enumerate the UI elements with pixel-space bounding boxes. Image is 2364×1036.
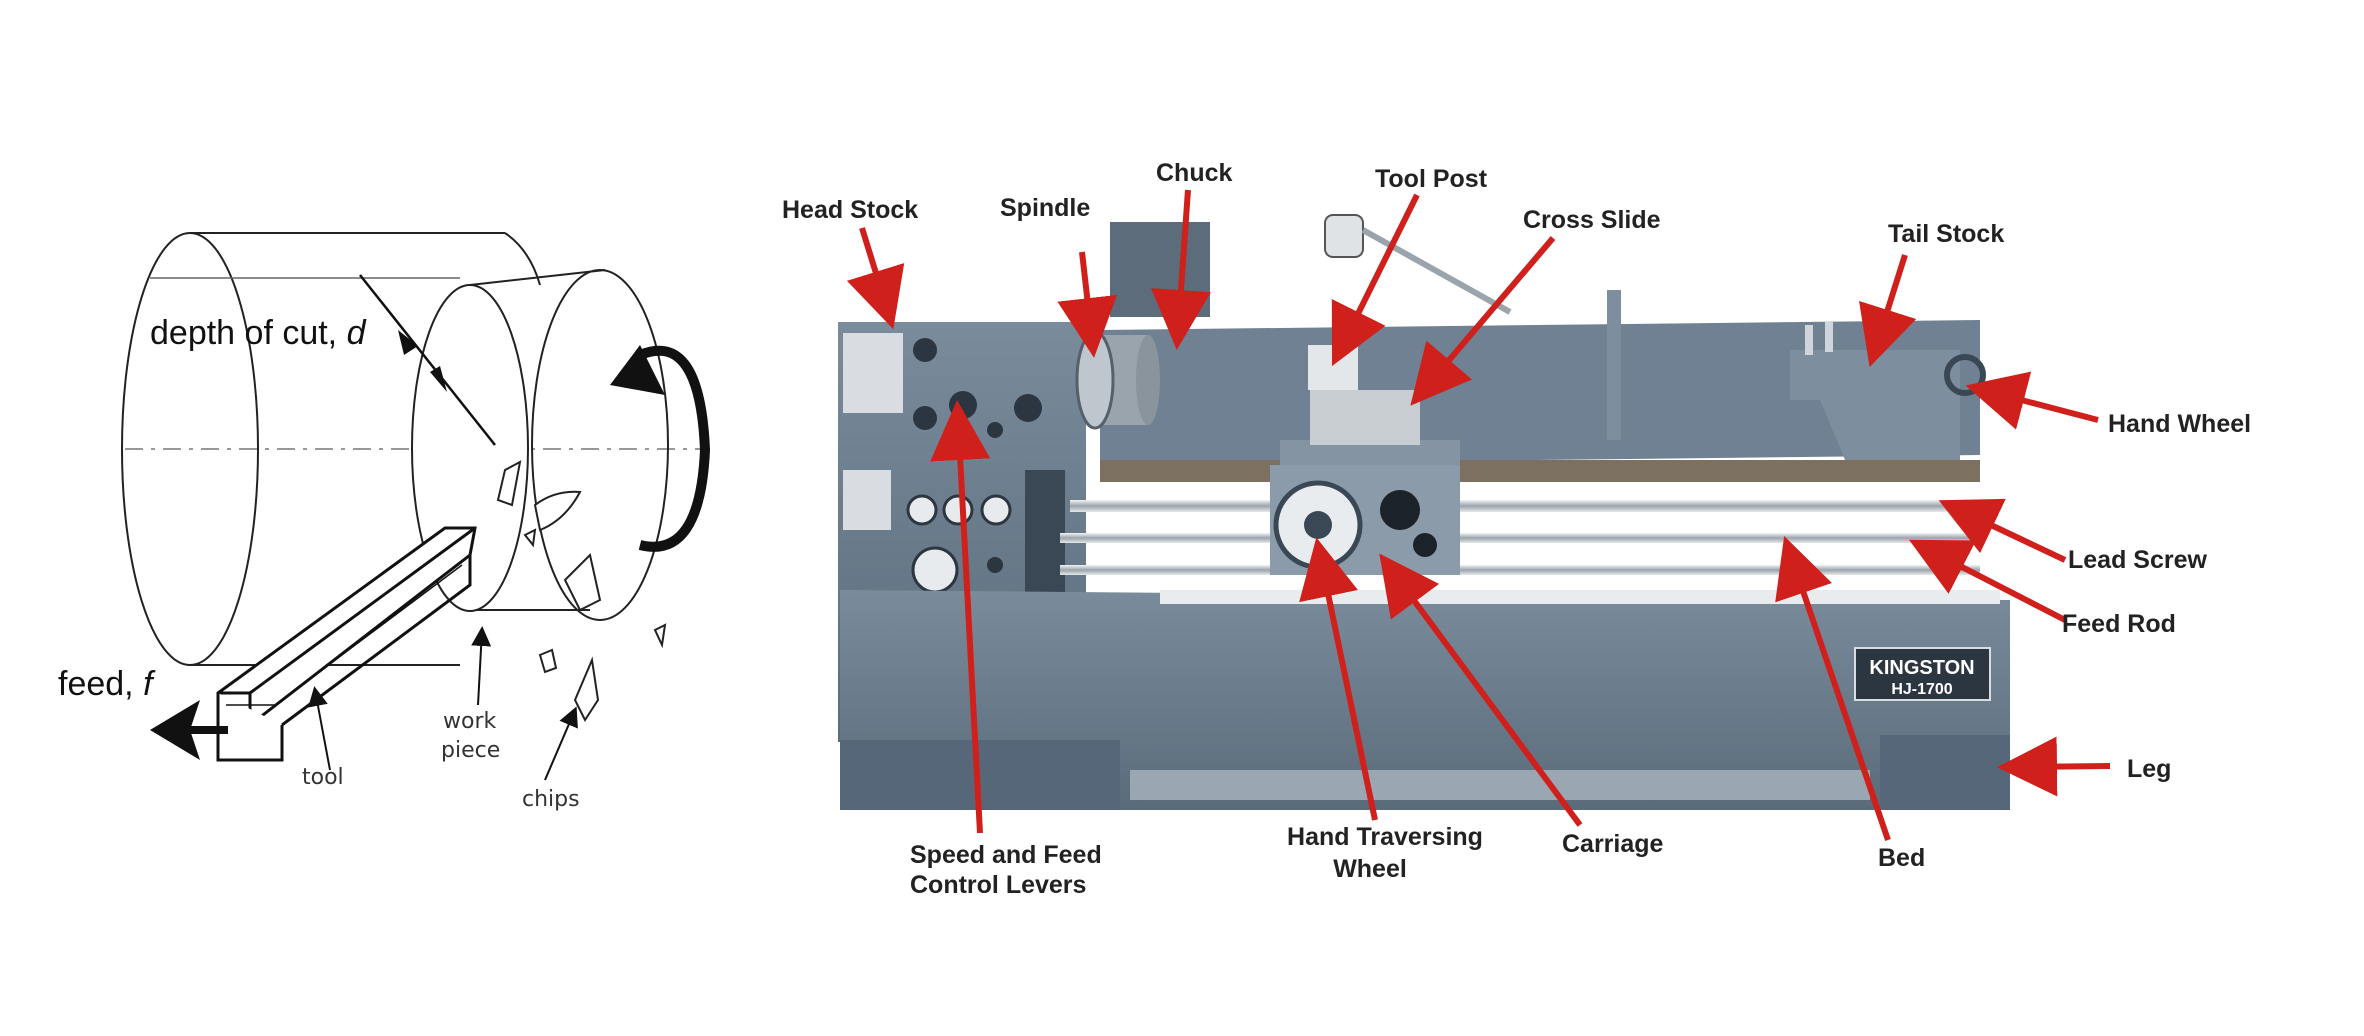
arrow-tool-post — [1331, 193, 1420, 367]
chuck-guard — [1110, 222, 1210, 317]
label-hand-traversing-1: Hand Traversing — [1287, 823, 1483, 851]
depth-of-cut-label: depth of cut, d — [150, 314, 367, 352]
rotation-arrow-icon — [610, 345, 711, 552]
chip-tray — [1130, 770, 1870, 800]
lead-screw — [1070, 500, 1980, 512]
label-bed: Bed — [1878, 844, 1925, 872]
label-spindle: Spindle — [1000, 194, 1090, 222]
bed-rail-shine — [1160, 590, 2000, 604]
arrow-hand-traversing — [1299, 537, 1378, 821]
speed-feed-control-levers — [906, 494, 1012, 594]
control-rod — [1060, 565, 1980, 575]
piece-label: piece — [441, 738, 500, 763]
feed-rod — [1060, 533, 1980, 543]
brand-plate: KINGSTON HJ-1700 — [1854, 647, 1991, 701]
brand-model: HJ-1700 — [1891, 681, 1952, 698]
arrow-lead-screw — [1938, 498, 2067, 563]
depth-arrowhead-icon — [398, 330, 418, 355]
arrow-chuck — [1151, 189, 1211, 350]
arrow-leg — [1997, 736, 2111, 797]
arrow-hand-wheel — [1965, 371, 2099, 430]
arrow-carriage — [1379, 553, 1583, 827]
label-feed-rod: Feed Rod — [2062, 610, 2176, 638]
control-panel-strip — [1025, 470, 1065, 600]
turning-sketch: depth of cut, d feed, f tool work piece … — [58, 232, 711, 812]
arrow-bed — [1775, 535, 1891, 841]
chuck-icon — [1075, 330, 1160, 430]
label-chuck: Chuck — [1156, 159, 1233, 187]
feed-arrow-icon — [150, 700, 228, 760]
arrow-cross-slide — [1410, 236, 1556, 406]
label-tail-stock: Tail Stock — [1888, 220, 2004, 248]
arrow-head-stock — [846, 227, 905, 330]
steady-rest-post — [1607, 290, 1621, 440]
callout-labels: Head Stock Spindle Chuck Tool Post Cross… — [782, 159, 2251, 899]
label-cross-slide: Cross Slide — [1523, 206, 1661, 234]
label-lead-screw: Lead Screw — [2068, 546, 2208, 574]
label-head-stock: Head Stock — [782, 196, 918, 224]
tool-label: tool — [302, 765, 344, 790]
chips-leader — [544, 706, 578, 781]
label-hand-traversing-2: Wheel — [1333, 855, 1407, 883]
leg-right — [1880, 735, 2010, 810]
label-carriage: Carriage — [1562, 830, 1664, 858]
brand-name: KINGSTON — [1869, 657, 1974, 679]
tool-post-icon — [1308, 345, 1358, 390]
arrow-tail-stock — [1859, 254, 1917, 368]
arrow-spindle — [1057, 251, 1118, 358]
cutting-tool-icon — [216, 526, 477, 762]
label-hand-wheel: Hand Wheel — [2108, 410, 2251, 438]
feed-label: feed, f — [58, 665, 156, 703]
depth-arrowhead-icon-2 — [430, 366, 447, 392]
depth-leader-line — [359, 274, 496, 446]
arrow-speed-feed — [930, 400, 991, 834]
tool-leader — [308, 686, 331, 771]
bed-body — [840, 590, 2010, 810]
label-tool-post: Tool Post — [1375, 165, 1488, 193]
label-leg: Leg — [2127, 755, 2171, 783]
workpiece-leader — [471, 626, 492, 706]
work-lamp-icon — [1324, 214, 1512, 315]
arrow-feed-rod — [1908, 539, 2067, 623]
lathe-machine: KINGSTON HJ-1700 — [838, 214, 2010, 810]
label-speed-feed-1: Speed and Feed — [910, 841, 1102, 869]
bed-ways — [1100, 460, 1980, 482]
chips-icon — [496, 460, 667, 723]
work-label: work — [443, 709, 496, 734]
label-speed-feed-2: Control Levers — [910, 871, 1086, 899]
callout-arrows — [846, 189, 2111, 841]
workpiece-large-cylinder — [121, 232, 705, 666]
chips-label: chips — [522, 787, 580, 812]
headstock-plate — [843, 333, 903, 413]
headstock-badge — [843, 470, 891, 530]
